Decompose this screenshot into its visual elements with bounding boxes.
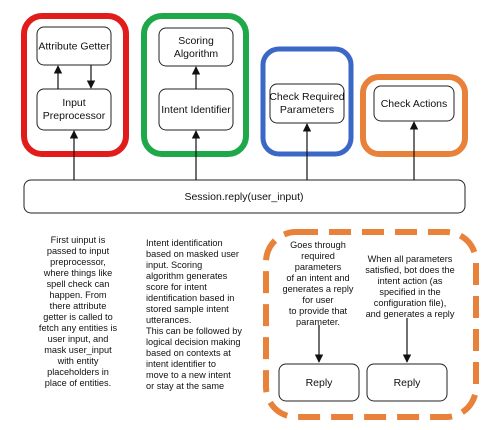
check-actions-box bbox=[373, 85, 455, 122]
check-required-parameters-label-line1: Check Required bbox=[269, 91, 344, 103]
check-required-parameters-label-line2: Parameters bbox=[280, 104, 334, 116]
reply-box-parameters bbox=[278, 363, 360, 402]
scoring-algorithm-box bbox=[158, 27, 234, 67]
input-preprocessor-label-line1: Input bbox=[62, 97, 85, 109]
attribute-getter-label: Attribute Getter bbox=[38, 41, 110, 53]
scoring-algorithm-label-line2: Algorithm bbox=[174, 48, 219, 60]
input-preprocessor-box bbox=[36, 88, 112, 131]
attribute-getter-box bbox=[36, 26, 112, 66]
intent-identifier-label: Intent Identifier bbox=[161, 104, 231, 116]
scoring-algorithm-label-line1: Scoring bbox=[178, 35, 214, 47]
green-group-frame bbox=[141, 13, 249, 157]
check-actions-label: Check Actions bbox=[381, 98, 448, 110]
session-reply-bar bbox=[23, 179, 466, 214]
check-parameters-note: Goes through required parameters of an i… bbox=[282, 240, 354, 327]
reply-label-actions: Reply bbox=[394, 377, 422, 389]
intent-identifier-note: Intent identification based on masked us… bbox=[146, 238, 243, 391]
red-group-frame bbox=[21, 13, 129, 157]
check-actions-note: When all parameters satisfied, bot does … bbox=[365, 254, 455, 319]
reply-box-actions bbox=[366, 363, 448, 402]
session-reply-label: Session.reply(user_input) bbox=[184, 191, 303, 203]
reply-section-dashed-frame bbox=[263, 229, 479, 420]
input-preprocessor-note: First uinput is passed to input preproce… bbox=[38, 235, 118, 388]
input-preprocessor-label-line2: Preprocessor bbox=[43, 110, 106, 122]
reply-label-parameters: Reply bbox=[306, 377, 334, 389]
check-required-parameters-box bbox=[269, 83, 345, 124]
